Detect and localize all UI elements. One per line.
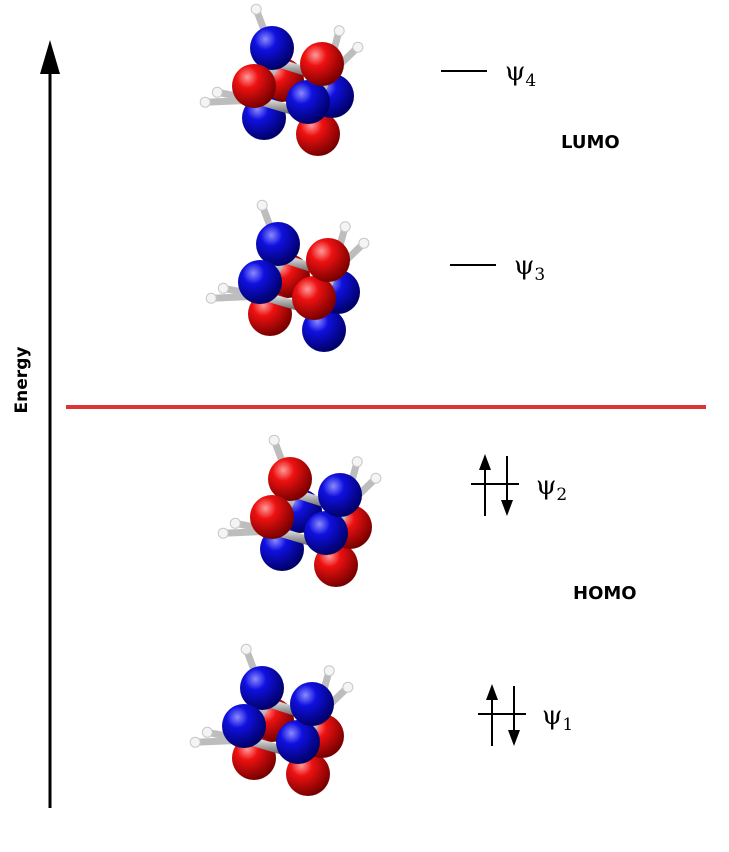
orbital-label-psi1: ψ1 [542,701,573,735]
hydrogen-atom [323,665,335,677]
orbital-psi3-model [205,199,370,352]
hydrogen-atom [339,221,351,233]
hydrogen-atom [333,25,345,37]
orbital-lobe-top [304,511,348,555]
orbital-psi2-model [217,434,382,587]
hydrogen-atom [189,736,201,748]
orbital-lobe-top [276,720,320,764]
orbital-lobe-top [250,495,294,539]
orbital-lobe-top [268,457,312,501]
hydrogen-atom [342,681,354,693]
orbital-lobe-top [306,238,350,282]
electron-pair-psi1 [478,684,526,746]
orbital-lobe-top [240,666,284,710]
electron-down-arrowhead [508,730,520,746]
orbital-lobe-top [232,64,276,108]
orbital-lobe-top [250,26,294,70]
hydrogen-atom [352,41,364,53]
hydrogen-atom [211,86,223,98]
orbital-lobe-top [286,80,330,124]
hydrogen-atom [217,282,229,294]
orbital-psi4-model [199,3,364,156]
hydrogen-atom [358,237,370,249]
hydrogen-atom [199,96,211,108]
orbital-label-psi4: ψ4 [505,57,536,91]
orbital-lobe-top [318,473,362,517]
orbital-label-psi3: ψ3 [514,251,545,285]
orbital-lobe-top [292,276,336,320]
orbital-lobe-top [290,682,334,726]
energy-axis: Energy [12,40,60,808]
hydrogen-atom [250,3,262,15]
electron-up-arrowhead [486,684,498,700]
orbital-psi1-model [189,643,354,796]
energy-axis-arrowhead [40,40,60,74]
homo-label: HOMO [573,583,637,604]
lumo-label: LUMO [561,132,620,153]
hydrogen-atom [217,527,229,539]
hydrogen-atom [370,472,382,484]
orbital-lobe-top [300,42,344,86]
hydrogen-atom [256,199,268,211]
orbital-label-psi2: ψ2 [536,471,567,505]
hydrogen-atom [351,456,363,468]
electron-up-arrowhead [479,454,491,470]
hydrogen-atom [205,292,217,304]
electron-down-arrowhead [501,500,513,516]
energy-axis-label: Energy [12,347,32,414]
hydrogen-atom [201,726,213,738]
electron-pair-psi2 [471,454,519,516]
orbital-lobe-top [222,704,266,748]
orbital-lobe-top [256,222,300,266]
orbital-lobe-top [238,260,282,304]
hydrogen-atom [229,517,241,529]
hydrogen-atom [268,434,280,446]
hydrogen-atom [240,643,252,655]
